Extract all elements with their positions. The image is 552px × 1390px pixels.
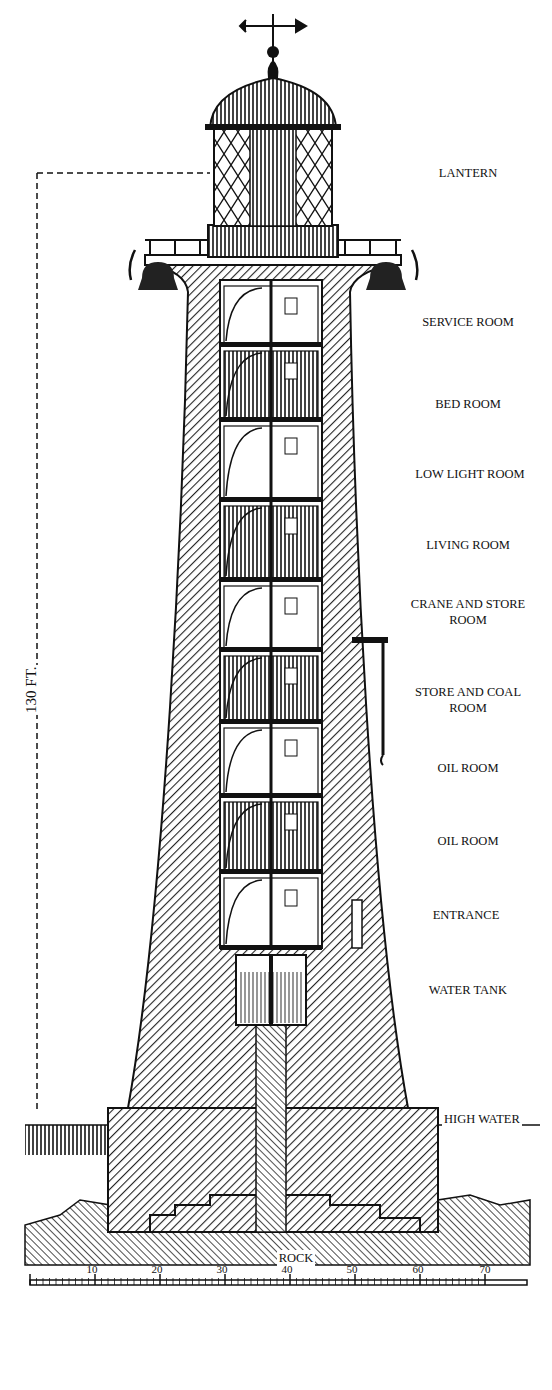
crane [352, 637, 388, 948]
water-tank [236, 955, 306, 1025]
room-label: OIL ROOM [438, 833, 499, 849]
water-level-label: HIGH WATER [442, 1111, 522, 1127]
room-label: LANTERN [439, 165, 497, 181]
dimension-label: 130 FT. [22, 665, 42, 715]
room-label: LOW LIGHT ROOM [415, 466, 524, 482]
interior-rooms [220, 280, 322, 950]
scale-number: 70 [480, 1262, 491, 1276]
lantern [205, 14, 341, 257]
scale-number: 20 [152, 1262, 163, 1276]
central-shaft [256, 1020, 286, 1232]
scale-number: 50 [347, 1262, 358, 1276]
room-label: ENTRANCE [433, 907, 500, 923]
room-label: BED ROOM [435, 396, 501, 412]
scale-number: 30 [217, 1262, 228, 1276]
room-label: LIVING ROOM [426, 537, 510, 553]
room-label: STORE AND COAL ROOM [408, 684, 528, 717]
scale-number: 40 [282, 1262, 293, 1276]
tower-masonry [128, 264, 408, 1108]
room-label: SERVICE ROOM [422, 314, 514, 330]
room-label: WATER TANK [429, 982, 507, 998]
scale-number: 10 [87, 1262, 98, 1276]
room-label: OIL ROOM [438, 760, 499, 776]
room-label: CRANE AND STORE ROOM [408, 596, 528, 629]
scale-number: 60 [413, 1262, 424, 1276]
scale-bar [30, 1274, 527, 1285]
